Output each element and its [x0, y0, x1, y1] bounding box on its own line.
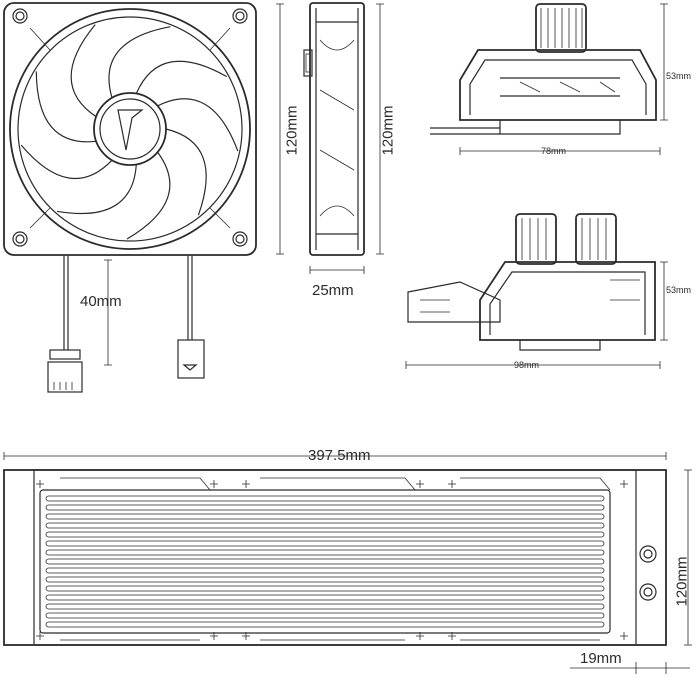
pump-top-icon: [430, 3, 657, 135]
label-radiator-thickness: 19mm: [580, 650, 622, 667]
radiator-fin: [45, 504, 605, 511]
label-radiator-length: 397.5mm: [308, 447, 371, 464]
radiator-fin: [45, 495, 605, 502]
screw-mark: [36, 480, 44, 488]
radiator-fin: [45, 558, 605, 565]
radiator-fin: [45, 594, 605, 601]
radiator-fin: [45, 603, 605, 610]
screw-mark: [620, 480, 628, 488]
radiator-fin: [45, 621, 605, 628]
dim-pump-side-width: [405, 361, 661, 369]
dim-fan-height: [276, 3, 284, 255]
screw-mark: [448, 632, 456, 640]
screw-mark: [36, 632, 44, 640]
fan-front-icon: [3, 2, 257, 256]
screw-mark: [448, 480, 456, 488]
screw-mark: [242, 480, 250, 488]
pump-side-icon: [407, 213, 656, 351]
label-pump-top-width: 78mm: [541, 146, 567, 156]
dim-radiator-height: [684, 469, 692, 646]
screw-mark: [620, 632, 628, 640]
dim-cable-length: [104, 259, 112, 366]
fan-blade: [126, 151, 171, 240]
screw-mark: [210, 632, 218, 640]
radiator-fin: [45, 549, 605, 556]
fan-blade: [165, 128, 207, 216]
radiator-fin: [45, 513, 605, 520]
screw-mark: [210, 480, 218, 488]
fan-blade: [56, 164, 137, 215]
radiator-fin: [45, 522, 605, 529]
fan-cable-icon: [47, 256, 205, 393]
radiator-fin: [45, 531, 605, 538]
fan-blade: [157, 98, 239, 152]
radiator-icon: [3, 469, 667, 646]
radiator-fin: [45, 585, 605, 592]
radiator-fin: [45, 576, 605, 583]
dim-fan-side-height: [376, 3, 384, 255]
dim-radiator-thickness: [570, 662, 690, 674]
screw-mark: [416, 480, 424, 488]
screw-mark: [416, 632, 424, 640]
screw-mark: [242, 632, 250, 640]
fan-blade: [20, 144, 113, 180]
radiator-fin: [45, 612, 605, 619]
fan-blade: [70, 24, 97, 118]
radiator-fin: [45, 540, 605, 547]
radiator-fin: [45, 567, 605, 574]
fan-side-icon: [303, 2, 365, 256]
dim-pump-side-height: [660, 261, 668, 341]
label-fan-side-height: 120mm: [379, 105, 397, 156]
label-fan-depth: 25mm: [312, 282, 354, 299]
label-pump-top-height: 53mm: [666, 71, 692, 81]
dim-fan-depth: [309, 266, 365, 274]
dim-radiator-length: [3, 452, 667, 460]
fan-blade: [135, 60, 227, 94]
dim-pump-top-width: [459, 147, 661, 155]
label-radiator-height: 120mm: [673, 556, 691, 607]
label-pump-side-height: 53mm: [666, 285, 692, 295]
label-pump-side-width: 98mm: [514, 360, 540, 370]
fan-blade: [108, 26, 171, 98]
fan-blade: [35, 71, 97, 143]
dim-pump-top-height: [660, 3, 668, 121]
label-cable-length: 40mm: [80, 293, 122, 310]
label-fan-height: 120mm: [283, 105, 301, 156]
